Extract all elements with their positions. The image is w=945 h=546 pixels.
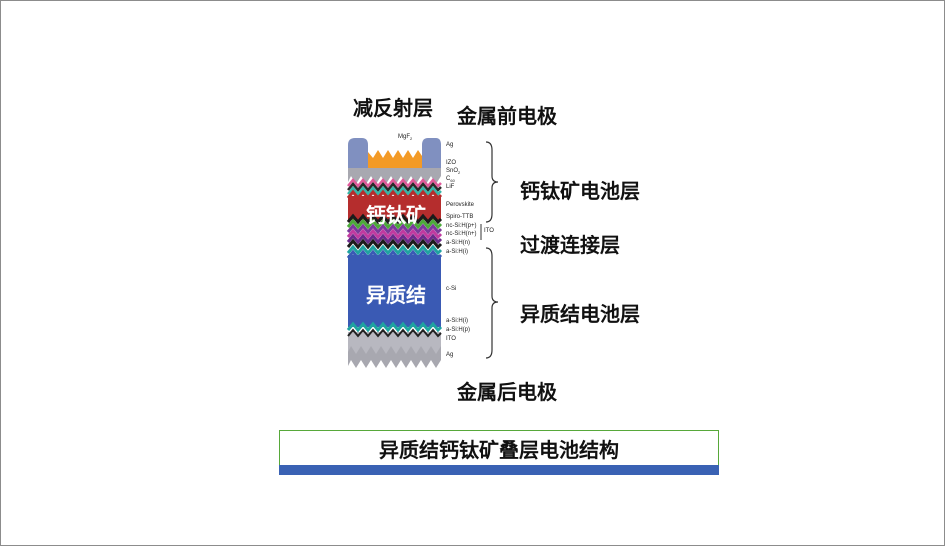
label-a-si-n: a-Si:H(n) bbox=[446, 240, 471, 246]
caption-box: 异质结钙钛矿叠层电池结构 bbox=[279, 430, 719, 466]
layer-a-si-n bbox=[346, 233, 443, 245]
layer-c-si bbox=[348, 255, 441, 327]
layer-nc-n bbox=[346, 223, 443, 235]
layer-ito-bottom bbox=[348, 332, 441, 354]
layer-ag-top-left bbox=[348, 138, 368, 170]
back-electrode-label: 金属后电极 bbox=[457, 380, 557, 404]
label-ag-bottom: Ag bbox=[446, 352, 454, 358]
heterojunction-cell-layer-label: 异质结电池层 bbox=[520, 302, 640, 326]
label-nc-p: nc-Si:H(p+) bbox=[446, 223, 477, 229]
label-ito-bottom: ITO bbox=[446, 336, 456, 342]
layer-nc-p bbox=[346, 218, 443, 230]
transition-layer-label: 过渡连接层 bbox=[520, 233, 620, 257]
label-izo: IZO bbox=[446, 160, 456, 166]
heterojunction-overlay-label: 异质结 bbox=[366, 283, 426, 307]
layer-izo bbox=[348, 168, 441, 184]
label-nc-n: nc-Si:H(n+) bbox=[446, 231, 477, 237]
label-c60: C60 bbox=[446, 176, 455, 184]
label-ito-mid: ITO bbox=[484, 228, 494, 234]
label-a-si-i-bottom: a-Si:H(i) bbox=[446, 318, 468, 324]
label-lif: LiF bbox=[446, 184, 455, 190]
caption-text: 异质结钙钛矿叠层电池结构 bbox=[379, 437, 619, 462]
label-sno2: SnO2 bbox=[446, 168, 461, 176]
layer-a-si-i-bottom bbox=[347, 328, 442, 338]
caption-strip bbox=[279, 465, 719, 475]
layer-mgf2 bbox=[368, 150, 422, 168]
layer-a-si-p bbox=[346, 321, 443, 333]
label-c-si: c-Si bbox=[446, 286, 457, 292]
brace-perovskite bbox=[485, 141, 499, 223]
layer-ag-bottom bbox=[348, 346, 441, 368]
perovskite-cell-layer-label: 钙钛矿电池层 bbox=[520, 179, 640, 203]
label-a-si-i-top: a-Si:H(i) bbox=[446, 249, 468, 255]
label-a-si-p: a-Si:H(p) bbox=[446, 327, 471, 333]
label-ag-top: Ag bbox=[446, 142, 454, 148]
front-electrode-label: 金属前电极 bbox=[457, 104, 557, 128]
layer-spiro bbox=[346, 213, 443, 225]
anti-reflection-label: 减反射层 bbox=[353, 96, 433, 120]
layer-a-si-i-top bbox=[346, 244, 443, 256]
label-mgf2: MgF2 bbox=[398, 134, 413, 142]
label-spiro: Spiro-TTB bbox=[446, 214, 474, 220]
label-perovskite: Perovskite bbox=[446, 202, 475, 208]
perovskite-overlay-label: 钙钛矿 bbox=[366, 203, 426, 227]
brace-heterojunction bbox=[485, 247, 499, 359]
layer-ag-top-right bbox=[422, 138, 441, 170]
